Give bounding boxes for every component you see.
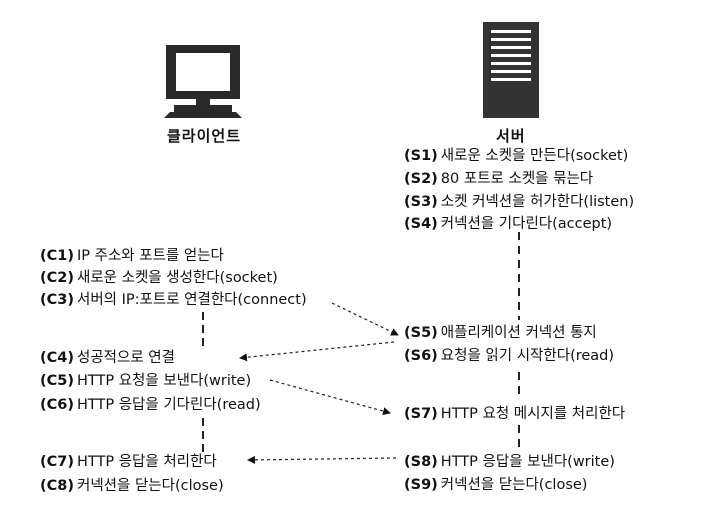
client-step-c3: (C3)서버의 IP:포트로 연결한다(connect) (40, 292, 307, 308)
server-step-s8: (S8)HTTP 응답을 보낸다(write) (404, 454, 615, 470)
client-step-c8: (C8)커넥션을 닫는다(close) (40, 478, 224, 494)
server-icon (483, 22, 539, 118)
server-title: 서버 (496, 127, 526, 145)
arrow-response (247, 455, 397, 464)
server-step-s7: (S7)HTTP 요청 메시지를 처리한다 (404, 406, 626, 422)
arrow-request (269, 379, 391, 416)
client-step-c2: (C2)새로운 소켓을 생성한다(socket) (40, 270, 278, 286)
client-step-c1: (C1)IP 주소와 포트를 얻는다 (40, 248, 224, 264)
computer-icon (164, 45, 242, 118)
server-step-s9: (S9)커넥션을 닫는다(close) (404, 477, 588, 493)
client-title: 클라이언트 (167, 127, 242, 145)
client-step-c5: (C5)HTTP 요청을 보낸다(write) (40, 373, 252, 389)
arrow-connected (239, 341, 395, 362)
client-step-c7: (C7)HTTP 응답을 처리한다 (40, 454, 217, 470)
server-step-s6: (S6)요청을 읽기 시작한다(read) (404, 348, 615, 364)
arrow-connect (331, 302, 399, 336)
client-step-c6: (C6)HTTP 응답을 기다린다(read) (40, 397, 261, 413)
server-step-s2: (S2)80 포트로 소켓을 묶는다 (404, 171, 594, 187)
server-step-s5: (S5)애플리케이션 커넥션 통지 (404, 325, 597, 341)
client-step-c4: (C4)성공적으로 연결 (40, 350, 175, 366)
server-step-s4: (S4)커넥션을 기다린다(accept) (404, 216, 613, 232)
server-step-s1: (S1)새로운 소켓을 만든다(socket) (404, 148, 629, 164)
server-step-s3: (S3)소켓 커넥션을 허가한다(listen) (404, 194, 635, 210)
